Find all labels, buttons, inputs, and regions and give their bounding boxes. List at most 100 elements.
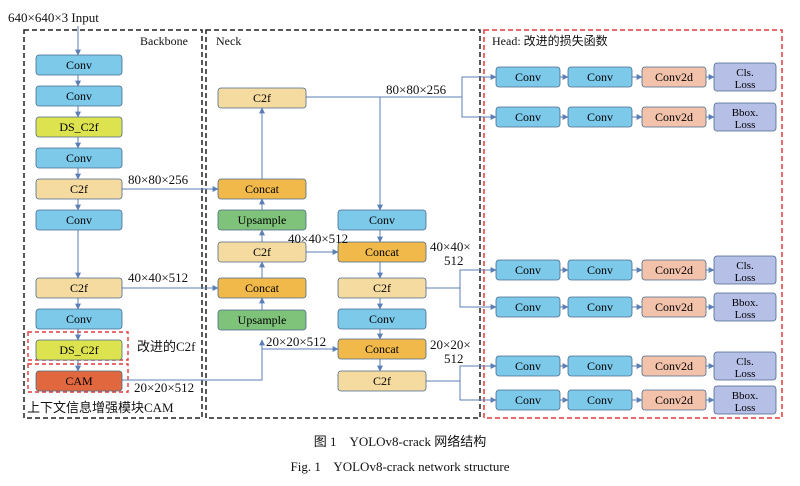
neck-concat-11-shape xyxy=(337,338,427,360)
neck-c2f-9-shape xyxy=(337,277,427,299)
neck-title: Neck xyxy=(216,34,241,48)
dim-p3-backbone: 80×80×256 xyxy=(128,172,189,187)
neck-upsample-6-shape xyxy=(217,309,307,331)
dim-head-80: 80×80×256 xyxy=(386,82,447,97)
head-row6-conv-2: Conv xyxy=(567,389,633,411)
head-row1-conv-2: Conv xyxy=(567,66,633,88)
dim-head-20-line2: 512 xyxy=(444,351,464,366)
head-row2-conv-1: Conv xyxy=(495,106,561,128)
head-row4-conv2d-label: Conv2d xyxy=(655,300,693,314)
head-row4-conv-1: Conv xyxy=(495,296,561,318)
backbone-c2f-5-label: C2f xyxy=(70,182,88,196)
head-row3-conv-1-label: Conv xyxy=(515,263,541,277)
head-row5-cls-loss: Cls.Loss xyxy=(713,351,777,381)
head-row4-conv-2-label: Conv xyxy=(587,300,613,314)
head-row1-cls-loss: Cls.Loss xyxy=(713,62,777,92)
improved-c2f-annotation: 改进的C2f xyxy=(137,339,196,354)
head-row2-bbox-loss-label-line2: Loss xyxy=(735,119,756,131)
head-row3-conv-2: Conv xyxy=(567,259,633,281)
head-row5-conv2d-shape xyxy=(641,355,707,377)
dim-head-20-line1: 20×20× xyxy=(430,337,471,352)
head-row4-conv2d: Conv2d xyxy=(641,296,707,318)
connectors xyxy=(75,26,497,403)
head-row1-conv2d-shape xyxy=(641,66,707,88)
backbone-ds-c2f-3-shape xyxy=(35,116,123,138)
neck-concat-8-label: Concat xyxy=(365,245,400,259)
head-row1-cls-loss-label-line2: Loss xyxy=(735,79,756,91)
neck-concat-5: Concat xyxy=(217,277,307,299)
head-row1-conv-1: Conv xyxy=(495,66,561,88)
neck-c2f-12-label: C2f xyxy=(373,374,391,388)
head-row2-bbox-loss: Bbox.Loss xyxy=(713,102,777,132)
head-row6-bbox-loss-shape xyxy=(713,385,777,415)
head-row5-cls-loss-label-line2: Loss xyxy=(735,368,756,380)
backbone-conv-1: Conv xyxy=(35,54,123,76)
head-title: Head: 改进的损失函数 xyxy=(492,33,608,48)
neck-c2f-12: C2f xyxy=(337,370,427,392)
backbone-conv-6-label: Conv xyxy=(66,213,92,227)
head-row4-conv-2-shape xyxy=(567,296,633,318)
backbone-ds-c2f-9: DS_C2f xyxy=(35,339,123,361)
head-row6-conv-1: Conv xyxy=(495,389,561,411)
head-row5-conv2d: Conv2d xyxy=(641,355,707,377)
head-row1-conv-1-label: Conv xyxy=(515,70,541,84)
neck-upsample-6: Upsample xyxy=(217,309,307,331)
backbone-c2f-7-label: C2f xyxy=(70,281,88,295)
backbone-title: Backbone xyxy=(140,34,188,48)
neck-c2f-9-label: C2f xyxy=(373,281,391,295)
cam-module-label: 上下文信息增强模块CAM xyxy=(27,400,174,415)
head-row3-cls-loss-label-line2: Loss xyxy=(735,272,756,284)
head-row4-conv-1-shape xyxy=(495,296,561,318)
backbone-c2f-5: C2f xyxy=(35,178,123,200)
head-row2-conv-1-label: Conv xyxy=(515,110,541,124)
neck-c2f-1-shape xyxy=(217,87,307,109)
head-row1-conv-1-shape xyxy=(495,66,561,88)
caption-chinese: 图 1 YOLOv8-crack 网络结构 xyxy=(314,434,487,449)
backbone-conv-2: Conv xyxy=(35,85,123,107)
neck-conv-7: Conv xyxy=(337,209,427,231)
neck-conv-7-shape xyxy=(337,209,427,231)
dim-neck-40: 40×40×512 xyxy=(288,231,348,246)
backbone-conv-6-shape xyxy=(35,209,123,231)
backbone-conv-4: Conv xyxy=(35,147,123,169)
input-label: 640×640×3 Input xyxy=(8,10,99,25)
head-row6-bbox-loss-label-line2: Loss xyxy=(735,402,756,414)
caption-english: Fig. 1 YOLOv8-crack network structure xyxy=(290,459,509,474)
backbone-ds-c2f-3: DS_C2f xyxy=(35,116,123,138)
head-row4-conv2d-shape xyxy=(641,296,707,318)
neck-c2f-4-shape xyxy=(217,241,307,263)
head-row5-conv-2: Conv xyxy=(567,355,633,377)
head-row1-conv-2-shape xyxy=(567,66,633,88)
head-row4-bbox-loss-shape xyxy=(713,292,777,322)
head-row6-conv2d: Conv2d xyxy=(641,389,707,411)
backbone-conv-1-shape xyxy=(35,54,123,76)
head-row2-conv-2-label: Conv xyxy=(587,110,613,124)
neck-c2f-12-shape xyxy=(337,370,427,392)
head-row2-conv2d: Conv2d xyxy=(641,106,707,128)
head-row6-conv-2-label: Conv xyxy=(587,393,613,407)
backbone-cam-10-shape xyxy=(35,370,123,392)
head-row2-conv-1-shape xyxy=(495,106,561,128)
head-row2-bbox-loss-label-line1: Bbox. xyxy=(732,107,759,119)
head-row6-conv-1-label: Conv xyxy=(515,393,541,407)
neck-conv-10: Conv xyxy=(337,308,427,330)
head-row4-bbox-loss-label-line2: Loss xyxy=(735,309,756,321)
backbone-ds-c2f-9-label: DS_C2f xyxy=(59,343,98,357)
backbone-conv-8-label: Conv xyxy=(66,312,92,326)
dim-neck-20: 20×20×512 xyxy=(266,334,326,349)
dim-p5-backbone: 20×20×512 xyxy=(134,380,194,395)
head-row3-conv2d-shape xyxy=(641,259,707,281)
backbone-c2f-7-shape xyxy=(35,277,123,299)
head-row6-conv-2-shape xyxy=(567,389,633,411)
neck-concat-11: Concat xyxy=(337,338,427,360)
neck-upsample-6-label: Upsample xyxy=(238,313,287,327)
dim-head-40-line2: 512 xyxy=(444,253,464,268)
head-row1-cls-loss-shape xyxy=(713,62,777,92)
head-row5-cls-loss-shape xyxy=(713,351,777,381)
head-row5-conv-1-shape xyxy=(495,355,561,377)
head-row3-conv-1: Conv xyxy=(495,259,561,281)
backbone-conv-2-shape xyxy=(35,85,123,107)
backbone-c2f-7: C2f xyxy=(35,277,123,299)
diagram-blocks: ConvConvDS_C2fConvC2fConvC2fConvDS_C2fCA… xyxy=(35,54,777,415)
